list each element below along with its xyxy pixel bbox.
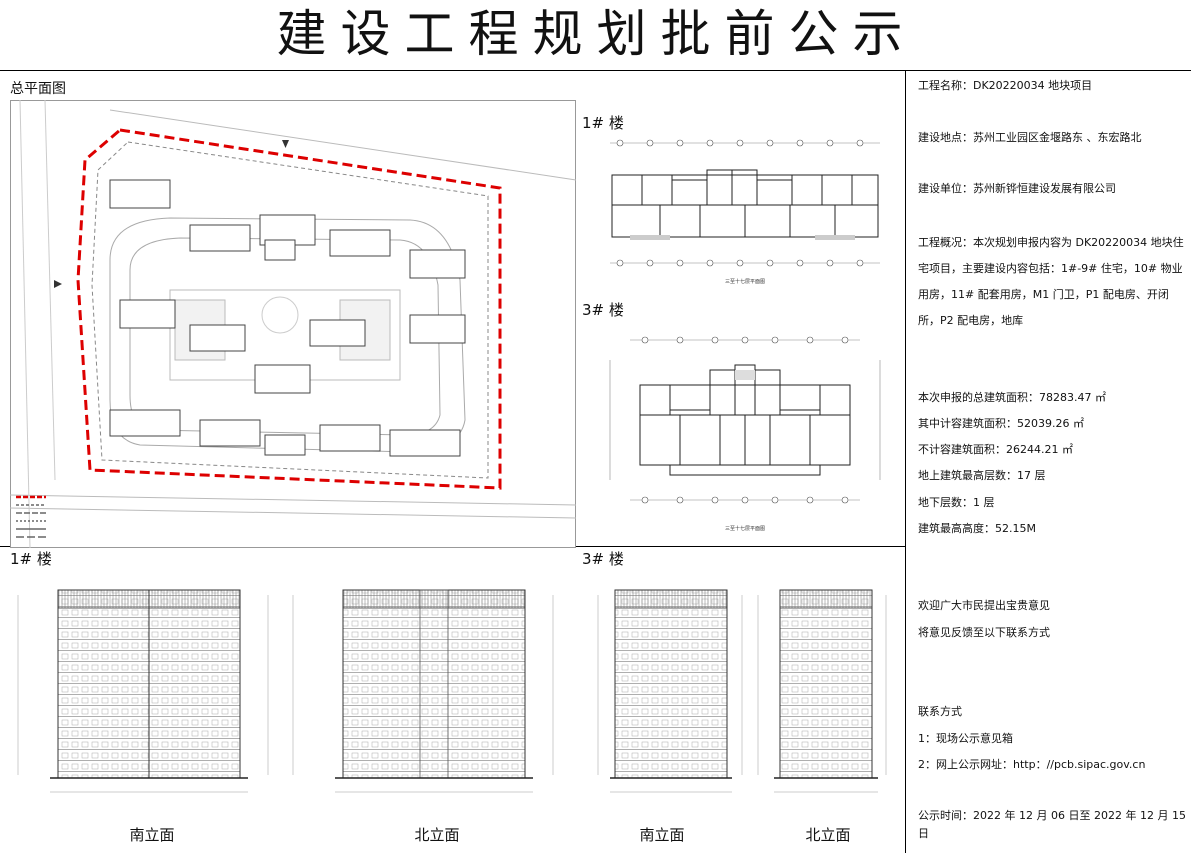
bldg3-plan-label: 3# 楼 [582,301,624,319]
site-plan-label: 总平面图 [10,81,66,97]
info-overview: 工程概况：本次规划申报内容为 DK20220034 地块住宅项目，主要建设内容包… [918,236,1184,327]
bldg1-elev-label: 1# 楼 [10,550,52,568]
elevation-caption-2: 北立面 [414,826,460,844]
info-fa-area: 其中计容建筑面积：52039.26 ㎡ [918,417,1084,430]
info-welcome: 欢迎广大市民提出宝贵意见 [918,599,1050,612]
info-feedback: 将意见反馈至以下联系方式 [918,626,1050,639]
page-title: 建设工程规划批前公示 [276,5,917,63]
info-max-height: 建筑最高高度：52.15M [918,522,1036,535]
info-location: 建设地点：苏州工业园区金堰路东 、东宏路北 [918,131,1142,144]
elevation-caption-3: 南立面 [639,826,685,844]
info-floors-below: 地下层数：1 层 [918,496,995,509]
bldg3-floor-plan: 三至十七层平面图 [609,336,881,532]
info-floors-above: 地上建筑最高层数：17 层 [918,469,1046,482]
info-contact-2[interactable]: 2：网上公示网址：http：//pcb.sipac.gov.cn [918,758,1146,771]
plan3-caption: 三至十七层平面图 [725,525,765,532]
elevation-caption-4: 北立面 [805,826,851,844]
info-total-area: 本次申报的总建筑面积：78283.47 ㎡ [918,391,1106,404]
bldg1-plan-label: 1# 楼 [582,114,624,132]
info-project-name: 工程名称：DK20220034 地块项目 [918,79,1093,92]
divider-vertical [905,70,906,853]
info-contact-title: 联系方式 [918,705,962,718]
info-period: 公示时间：2022 年 12 月 06 日至 2022 年 12 月 15 日 [918,809,1186,840]
site-plan-drawing [10,100,576,548]
info-unit: 建设单位：苏州新铧恒建设发展有限公司 [918,182,1116,195]
bldg3-elevations [597,589,887,793]
info-non-fa-area: 不计容建筑面积：26244.21 ㎡ [918,443,1073,456]
board-frame [0,70,1191,852]
bldg1-elevations [17,589,554,793]
elevation-caption-1: 南立面 [129,826,175,844]
info-contact-1: 1：现场公示意见箱 [918,732,1013,745]
plan1-caption: 三至十七层平面图 [725,278,765,285]
bldg3-elev-label: 3# 楼 [582,550,624,568]
bldg1-floor-plan: 三至十七层平面图 [610,139,880,285]
